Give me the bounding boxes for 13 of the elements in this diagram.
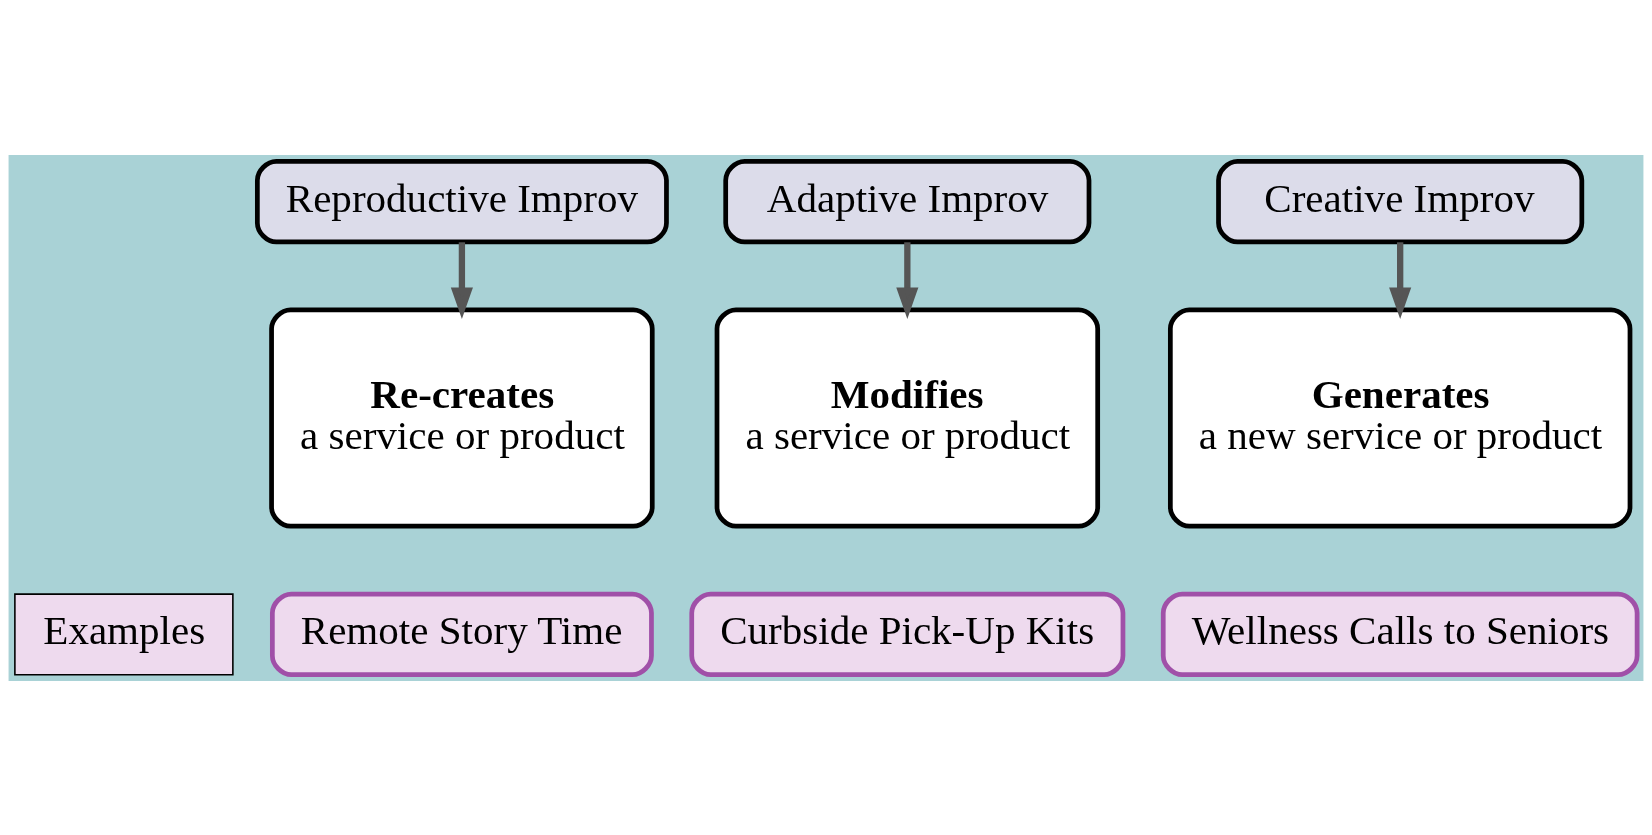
node-box: Examples — [14, 592, 234, 675]
node-box: Adaptive Improv — [723, 158, 1092, 244]
node-box: Creative Improv — [1216, 158, 1585, 244]
node-box: Modifies a service or product — [714, 306, 1101, 529]
arrow — [896, 241, 919, 319]
node-box: Reproductive Improv — [255, 158, 669, 244]
node-box: Remote Story Time — [270, 591, 654, 677]
node-box: Generates a new service or product — [1168, 306, 1633, 529]
arrow — [450, 241, 473, 319]
node-box: Re-creates a service or product — [269, 306, 655, 529]
node-box: Curbside Pick-Up Kits — [689, 591, 1126, 677]
arrow — [1389, 241, 1412, 319]
node-box: Wellness Calls to Seniors — [1160, 591, 1640, 677]
